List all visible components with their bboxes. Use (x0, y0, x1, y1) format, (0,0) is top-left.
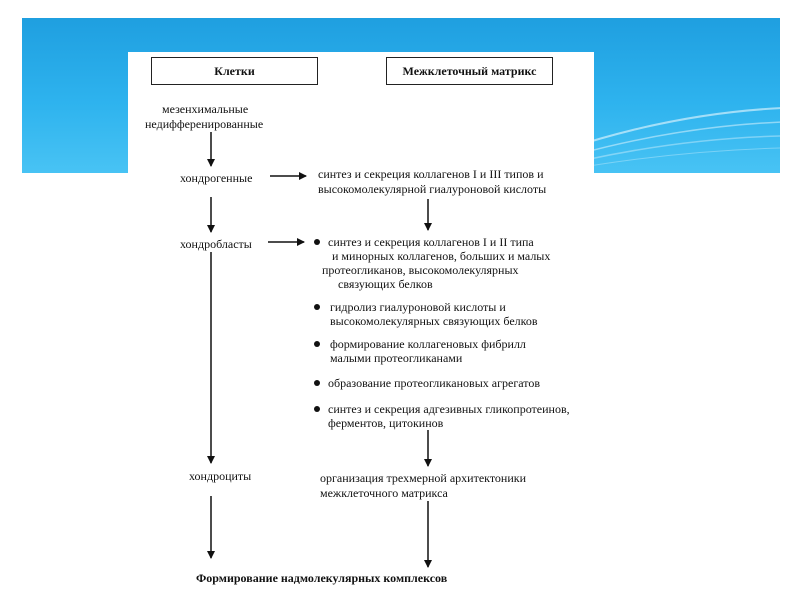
matrix-header-label: Межклеточный матрикс (402, 63, 537, 78)
bullet-icon (314, 304, 320, 310)
footer-label: Формирование надмолекулярных комплексов (196, 571, 448, 585)
stage-chondrocytes: хондроциты (189, 469, 252, 483)
chondroblast-item-1-line1: синтез и секреция коллагенов I и II типа (328, 235, 534, 249)
chondroblast-item-4-line1: образование протеогликановых агрегатов (328, 376, 541, 390)
stage-mesenchymal-line2: недифференированные (145, 117, 264, 131)
chondroblast-item-1-line2: и минорных коллагенов, больших и малых (332, 249, 551, 263)
chondroblast-item-2-line2: высокомолекулярных связующих белков (330, 314, 538, 328)
chondroblast-item-2-line1: гидролиз гиалуроновой кислоты и (330, 300, 506, 314)
diagram-panel (128, 52, 594, 600)
stage-chondroblasts: хондробласты (180, 237, 252, 251)
matrix-header-box: Межклеточный матрикс (386, 57, 553, 85)
bullet-icon (314, 380, 320, 386)
chondroblast-item-3-line2: малыми протеогликанами (330, 351, 463, 365)
chondrogenic-process-line2: высокомолекулярной гиалуроновой кислоты (318, 182, 547, 196)
chondrogenic-process-line1: синтез и секреция коллагенов I и III тип… (318, 167, 544, 181)
chondroblast-item-1-line4: связующих белков (338, 277, 433, 291)
stage-chondrogenic: хондрогенные (180, 171, 253, 185)
bullet-icon (314, 341, 320, 347)
chondroblast-item-3-line1: формирование коллагеновых фибрилл (330, 337, 526, 351)
cells-header-label: Клетки (214, 63, 255, 78)
bullet-icon (314, 239, 320, 245)
chondrocyte-process-line1: организация трехмерной архитектоники (320, 471, 527, 485)
cells-header-box: Клетки (151, 57, 318, 85)
bullet-icon (314, 406, 320, 412)
chondroblast-item-1-line3: протеогликанов, высокомолекулярных (322, 263, 519, 277)
chondroblast-item-5-line2: ферментов, цитокинов (328, 416, 444, 430)
chondrocyte-process-line2: межклеточного матрикса (320, 486, 448, 500)
chondroblast-item-5-line1: синтез и секреция адгезивных гликопротеи… (328, 402, 570, 416)
stage-mesenchymal-line1: мезенхимальные (162, 102, 249, 116)
